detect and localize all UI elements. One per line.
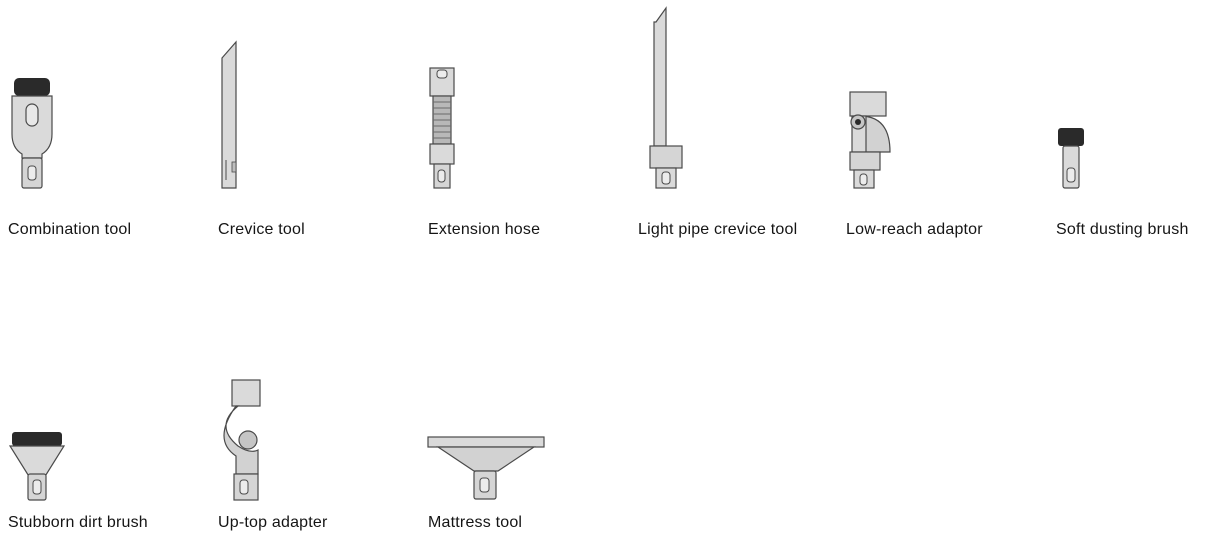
stubborn-dirt-brush-icon: [8, 432, 66, 501]
accessory-label: Light pipe crevice tool: [638, 221, 798, 238]
crevice-tool-icon: [221, 40, 237, 189]
accessory-label: Low-reach adaptor: [846, 221, 983, 238]
accessory-label: Up-top adapter: [218, 514, 328, 531]
low-reach-adaptor-icon: [849, 91, 891, 189]
accessory-label: Mattress tool: [428, 514, 523, 531]
accessory-label: Combination tool: [8, 221, 132, 238]
soft-dusting-brush-icon: [1058, 128, 1084, 189]
extension-hose-icon: [429, 67, 455, 189]
combination-tool-icon: [11, 78, 53, 189]
accessory-label: Stubborn dirt brush: [8, 514, 148, 531]
mattress-tool-icon: [427, 436, 545, 500]
up-top-adapter-icon: [223, 379, 261, 501]
accessory-label: Soft dusting brush: [1056, 221, 1189, 238]
light-pipe-crevice-tool-icon: [649, 6, 683, 189]
accessory-label: Extension hose: [428, 221, 541, 238]
accessory-label: Crevice tool: [218, 221, 305, 238]
